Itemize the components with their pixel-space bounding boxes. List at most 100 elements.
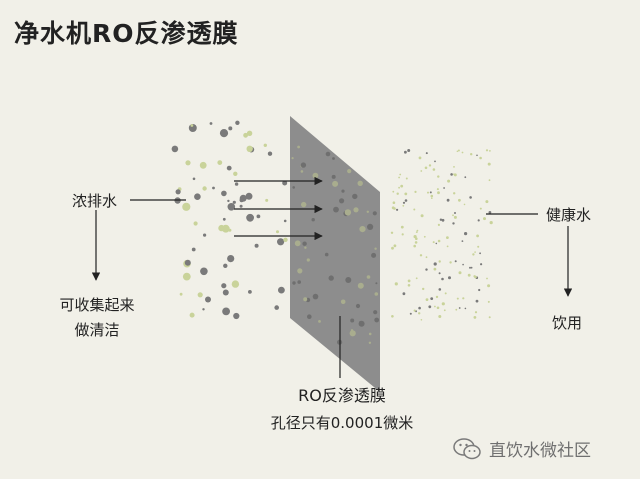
particle: [248, 290, 252, 294]
clean-particle: [486, 277, 488, 280]
clean-particle: [474, 311, 478, 314]
particle: [222, 289, 229, 296]
particle: [219, 129, 229, 138]
membrane-particle: [374, 292, 379, 296]
membrane-particle: [304, 246, 307, 249]
particle: [283, 237, 288, 242]
clean-particle: [436, 188, 439, 191]
particle: [222, 217, 226, 221]
clean-particle: [488, 316, 491, 319]
clean-particle: [415, 277, 418, 280]
clean-particle: [487, 284, 491, 288]
particle: [282, 180, 288, 186]
particle: [205, 296, 211, 303]
membrane-particle: [372, 211, 377, 216]
clean-particle: [454, 212, 456, 214]
particle: [209, 122, 213, 125]
clean-particle: [422, 287, 425, 291]
particle: [221, 283, 227, 289]
membrane-particle: [355, 303, 361, 309]
membrane-particle: [352, 193, 358, 200]
membrane-label: RO反渗透膜 孔径只有0.0001微米: [262, 382, 422, 433]
particle: [217, 160, 223, 166]
clean-particle: [488, 211, 492, 214]
particle: [197, 292, 203, 298]
membrane-particle: [332, 157, 335, 160]
particle: [227, 255, 235, 263]
clean-particle: [396, 192, 399, 195]
clean-particle: [396, 208, 399, 211]
particle: [184, 259, 191, 266]
particle: [226, 165, 232, 171]
particle: [194, 193, 201, 200]
membrane-name: RO反渗透膜: [298, 386, 386, 405]
particle: [223, 263, 228, 268]
membrane-particle: [292, 186, 296, 189]
membrane-particle: [333, 206, 339, 213]
membrane-particle: [340, 299, 346, 305]
clean-particle: [464, 176, 467, 179]
particle: [277, 238, 285, 246]
membrane-particle: [312, 293, 319, 300]
particle: [256, 214, 261, 219]
clean-particle: [456, 150, 459, 153]
clean-particle: [400, 184, 404, 188]
membrane-particle: [359, 320, 362, 324]
membrane-particle: [300, 162, 307, 168]
clean-particle: [392, 201, 396, 204]
membrane-particle: [300, 170, 304, 173]
particle: [175, 189, 181, 195]
clean-particle: [470, 266, 473, 269]
clean-particle: [443, 187, 445, 189]
clean-particle: [401, 233, 404, 236]
clean-particle: [391, 246, 394, 250]
particle: [246, 130, 253, 136]
particle: [274, 305, 280, 310]
membrane-particle: [349, 330, 356, 337]
page-title: 净水机RO反渗透膜: [14, 19, 239, 48]
clean-particle: [398, 176, 400, 179]
particle: [221, 224, 230, 233]
membrane-particle: [318, 320, 321, 323]
membrane-particle: [375, 282, 378, 285]
membrane-particle: [306, 258, 310, 262]
clean-particle: [428, 164, 432, 167]
clean-particle: [414, 241, 418, 244]
clean-particle: [469, 266, 471, 269]
particle: [228, 126, 233, 131]
particle: [191, 247, 196, 252]
membrane-particle: [297, 268, 303, 274]
clean-particle: [416, 229, 419, 232]
membrane-particle: [366, 210, 369, 213]
clean-particle: [413, 235, 417, 239]
ro-membrane: [290, 116, 380, 392]
particle: [234, 182, 239, 186]
particle: [246, 145, 253, 152]
particle: [182, 202, 191, 211]
clean-particle: [420, 319, 423, 321]
clean-particle: [402, 292, 406, 296]
clean-particle: [463, 203, 466, 206]
clean-particle: [458, 198, 461, 202]
membrane-particle: [331, 174, 336, 179]
particle: [233, 312, 240, 320]
membrane-particle: [303, 297, 308, 302]
membrane-particle: [357, 282, 364, 289]
clean-particle: [420, 214, 424, 218]
particle: [283, 219, 287, 223]
clean-particle: [434, 305, 436, 308]
drink-label: 饮用: [552, 314, 583, 332]
clean-particle: [393, 244, 397, 248]
membrane-particle: [311, 218, 315, 222]
clean-particle: [487, 162, 491, 166]
clean-particle: [433, 262, 437, 266]
healthy-water-label: 健康水: [546, 206, 592, 224]
clean-particle: [488, 179, 491, 182]
clean-particle: [391, 206, 395, 210]
membrane-particle: [373, 310, 378, 315]
membrane-particle: [325, 151, 331, 157]
membrane-particle: [345, 277, 352, 283]
particle: [263, 143, 267, 147]
clean-particle: [434, 160, 436, 163]
